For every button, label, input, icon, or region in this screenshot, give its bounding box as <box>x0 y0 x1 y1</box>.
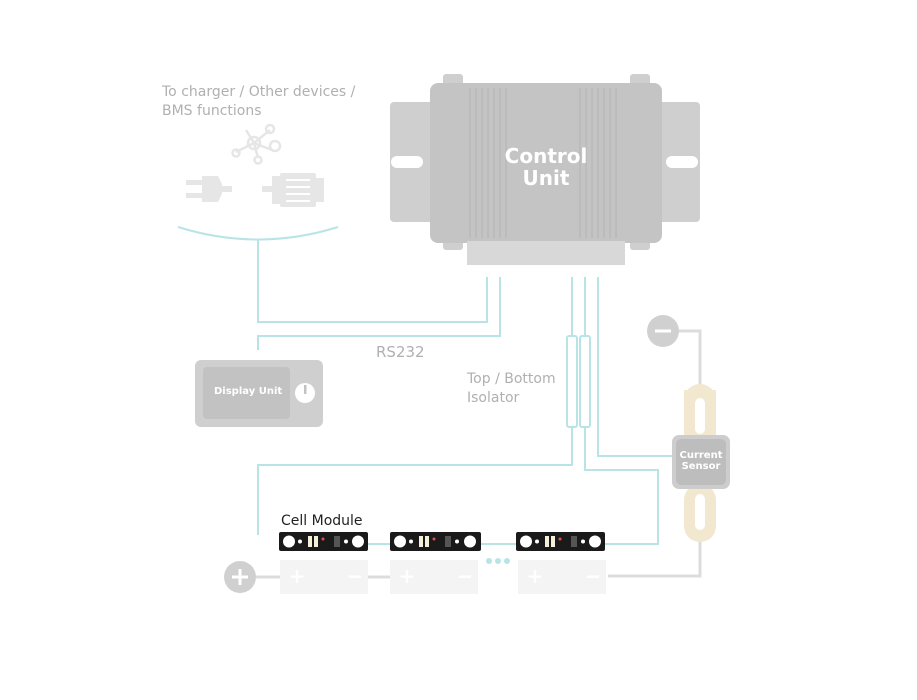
isolator-left <box>566 335 578 428</box>
positive-terminal <box>224 561 256 593</box>
negative-terminal <box>647 315 679 347</box>
isolator-label-line1: Top / Bottom <box>467 371 556 387</box>
ellipsis-dots <box>486 558 510 564</box>
motor-icon <box>262 173 324 207</box>
sensor-to-pack-wire <box>608 530 702 578</box>
display-screen <box>203 367 290 419</box>
display-unit <box>195 360 323 427</box>
charger-arc-wire <box>177 226 339 241</box>
battery-cell <box>390 560 478 594</box>
control-unit-label-line2: Unit <box>522 166 570 190</box>
isolator-label-line2: Isolator <box>467 390 520 406</box>
isolator-right <box>579 335 591 428</box>
current-sensor-wire <box>597 277 676 457</box>
top-bottom-isolator <box>566 335 591 428</box>
cell-module <box>279 532 368 551</box>
cell-loop-return-wire <box>584 427 659 545</box>
control-unit-connector-block <box>467 241 625 265</box>
display-unit-label: Display Unit <box>214 386 283 397</box>
charger-label-line1: To charger / Other devices / <box>162 84 356 100</box>
cell-plus-sign: + <box>398 564 416 588</box>
battery-cells <box>280 560 606 594</box>
knob-icon <box>295 383 315 403</box>
rs232-label: RS232 <box>376 343 425 361</box>
charger-to-control-wire <box>257 240 488 323</box>
cell-loop-out-wire <box>257 427 573 535</box>
network-icon <box>231 123 282 165</box>
cell-minus-sign: − <box>456 564 474 588</box>
control-unit <box>390 74 700 265</box>
cell-plus-sign: + <box>288 564 306 588</box>
cell-plus-sign: + <box>526 564 544 588</box>
battery-cell <box>280 560 368 594</box>
battery-cell <box>518 560 606 594</box>
cell-minus-sign: − <box>584 564 602 588</box>
cell-minus-sign: − <box>346 564 364 588</box>
cell-module <box>390 532 481 551</box>
cell-module-label: Cell Module <box>281 513 363 529</box>
current-sensor-label-line2: Sensor <box>681 461 721 472</box>
rs232-wire <box>257 277 501 350</box>
plug-icon <box>186 176 232 202</box>
current-sensor-label-line1: Current <box>679 450 723 461</box>
cell-module <box>516 532 605 551</box>
communication-wires <box>177 226 676 545</box>
current-sensor <box>672 384 730 542</box>
control-unit-label-line1: Control <box>504 144 588 168</box>
charger-label-line2: BMS functions <box>162 103 262 119</box>
